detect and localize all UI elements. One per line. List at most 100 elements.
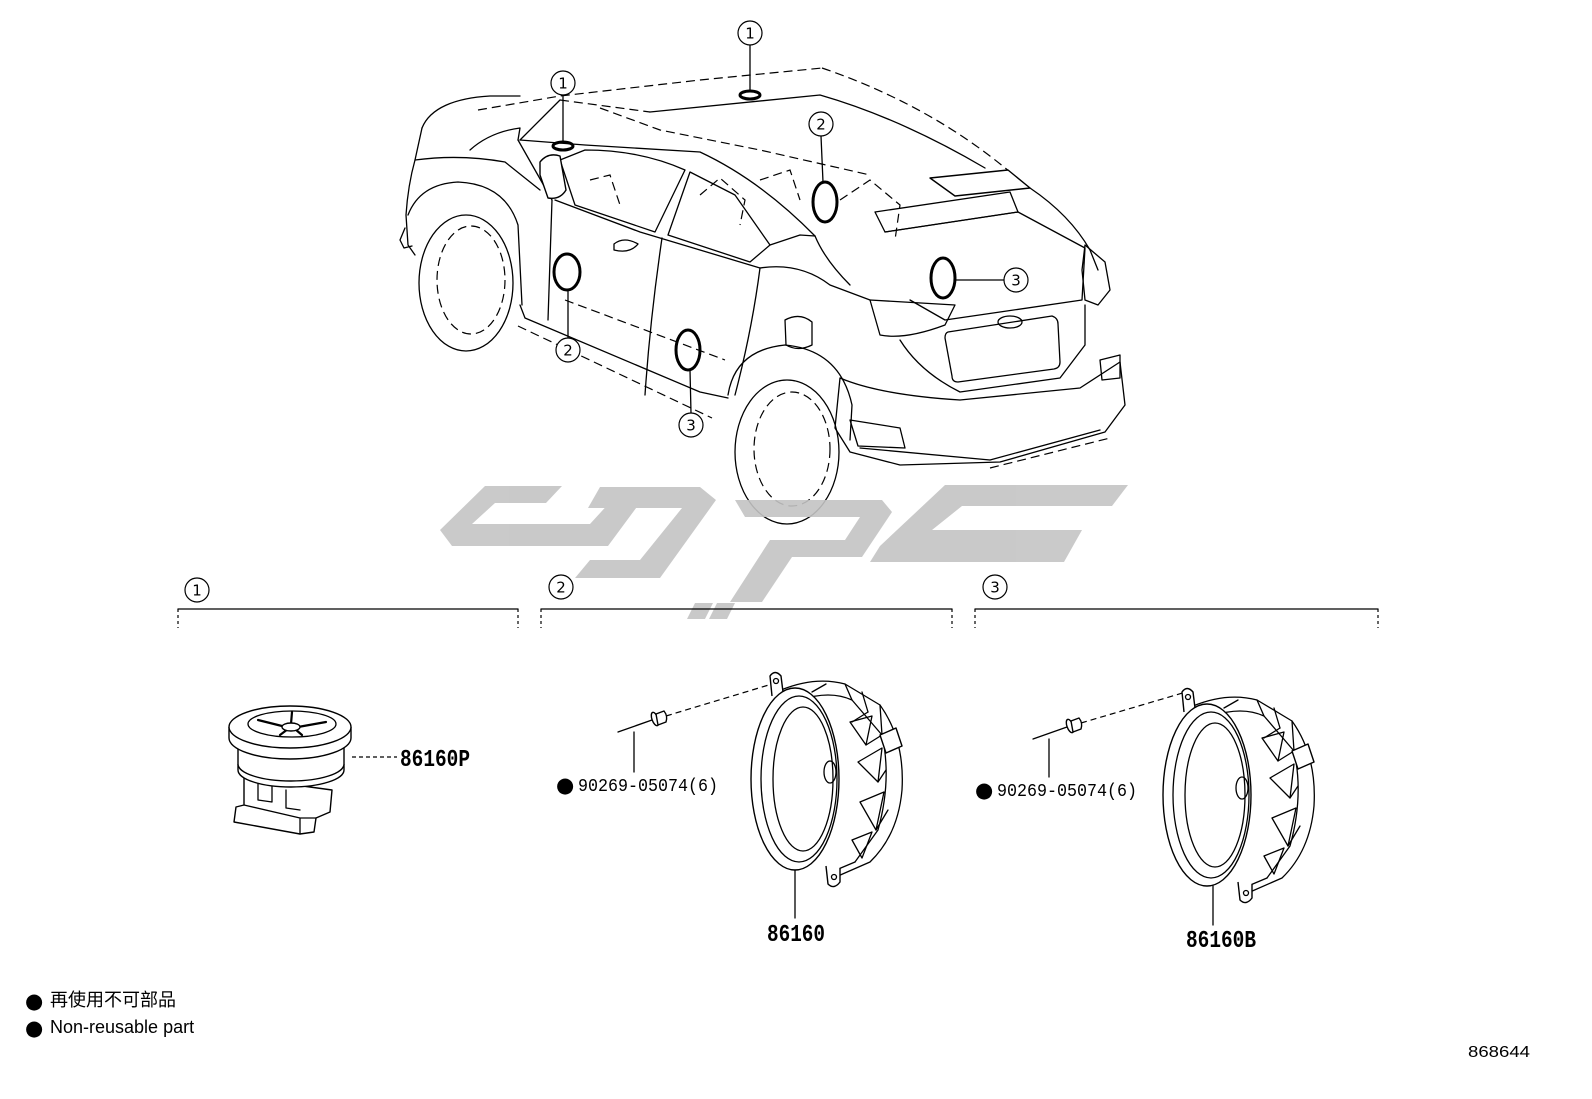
rear-fender-shoulder xyxy=(759,266,871,301)
rivet-install-path xyxy=(1080,691,1187,724)
part-number-speaker[interactable]: 86160 xyxy=(767,922,825,949)
hatch-edge xyxy=(1029,187,1099,271)
tweeter-illustration xyxy=(228,705,352,835)
legend: ● 再使用不可部品 ● Non-reusable part xyxy=(25,989,194,1040)
front-speaker-left-location xyxy=(552,252,582,292)
hood-crease xyxy=(469,127,521,151)
watermark-stroke-3 xyxy=(730,500,892,602)
hood-outline xyxy=(421,95,521,129)
roof-panel-line xyxy=(649,94,986,169)
fuel-door xyxy=(784,315,813,350)
legend-text-japanese: 再使用不可部品 xyxy=(50,990,176,1010)
rear-speaker-left-location xyxy=(674,328,702,372)
rear-tire xyxy=(734,379,840,525)
group-bracket-ends xyxy=(540,609,953,628)
windshield-header xyxy=(559,99,651,113)
non-reusable-bullet: ● xyxy=(556,773,574,797)
callout-tweeter-left: 1 xyxy=(550,70,576,152)
rivet-illustration xyxy=(617,683,773,733)
far-side-window xyxy=(599,107,871,176)
part-number-rivet[interactable]: 90269-05074(6) xyxy=(997,782,1137,802)
part-number-rivet[interactable]: 90269-05074(6) xyxy=(578,777,718,797)
callout-number: 2 xyxy=(816,116,826,134)
callout-front-speaker-left: 2 xyxy=(552,252,582,363)
group-marker-number: 2 xyxy=(556,579,566,597)
rear-quarter-pillar xyxy=(769,234,816,246)
part-number-speaker[interactable]: 86160B xyxy=(1186,928,1256,955)
interior-cargo-line xyxy=(839,179,901,241)
legend-bullet: ● xyxy=(25,1016,43,1040)
front-fascia xyxy=(405,127,423,256)
callout-number: 1 xyxy=(558,75,568,93)
side-mirror xyxy=(539,154,567,200)
leader-line xyxy=(820,135,824,183)
rear-bumper-lower-line xyxy=(859,429,1101,461)
part-number-tweeter[interactable]: 86160P xyxy=(400,747,470,774)
left-tail-light xyxy=(869,299,956,337)
rocker-panel xyxy=(519,304,729,399)
rear-bumper xyxy=(834,361,1126,466)
callout-circle xyxy=(555,337,581,363)
tweeter-center-cap xyxy=(281,722,301,732)
callout-number: 3 xyxy=(1011,272,1021,290)
group-marker-number: 3 xyxy=(990,579,1000,597)
rivet-head xyxy=(649,710,668,728)
watermark-stroke-1 xyxy=(440,486,642,546)
front-speaker-illustration xyxy=(750,671,904,888)
roof-rear-edge xyxy=(821,67,1011,173)
callout-circle xyxy=(550,70,576,96)
right-tail-light xyxy=(1081,244,1111,306)
legend-text-english: Non-reusable part xyxy=(50,1017,194,1037)
leader-line xyxy=(689,369,692,414)
left-reflector xyxy=(849,419,906,449)
tweeter-grille-spokes xyxy=(256,710,328,737)
watermark-stroke-2 xyxy=(575,487,716,578)
group-marker-circle xyxy=(184,577,210,603)
rear-glass xyxy=(874,191,1019,233)
license-plate xyxy=(944,315,1061,383)
rear-speaker-right-location xyxy=(929,256,957,300)
front-door-handle xyxy=(613,239,639,252)
callout-number: 3 xyxy=(686,417,696,435)
front-bumper-corner xyxy=(399,227,413,249)
tweeter-connector-detail xyxy=(243,781,317,835)
rear-door-trailing-edge xyxy=(734,267,761,396)
watermark-dot-2 xyxy=(709,603,735,619)
group-marker-number: 1 xyxy=(192,582,202,600)
watermark-logo xyxy=(440,485,1128,619)
rear-door-window xyxy=(667,171,771,263)
group-marker-circle xyxy=(548,574,574,600)
rear-speaker-illustration xyxy=(1162,687,1316,904)
group-1: 1 86160P xyxy=(177,577,519,835)
watermark-dot-1 xyxy=(687,603,713,619)
rear-emblem xyxy=(997,315,1023,329)
callout-number: 2 xyxy=(563,342,573,360)
group-3: 3 ● 90269-05074(6) 86160B xyxy=(974,574,1379,955)
door-divider xyxy=(644,237,663,396)
group-bracket-ends xyxy=(974,609,1379,628)
tweeter-right-location xyxy=(738,89,762,101)
non-reusable-bullet: ● xyxy=(975,778,993,802)
group-marker-circle xyxy=(982,574,1008,600)
tweeter-left-location xyxy=(551,140,575,152)
rivet-shaft xyxy=(1032,726,1068,740)
rivet-install-path xyxy=(665,683,773,717)
rear-wheel-rim xyxy=(753,391,831,507)
far-a-pillar xyxy=(519,99,561,141)
callout-circle xyxy=(678,412,704,438)
watermark-stroke-4 xyxy=(870,485,1128,562)
rear-quarter-line xyxy=(814,235,851,286)
near-roof-rail xyxy=(519,139,816,237)
rivet-shaft xyxy=(617,719,653,733)
front-speaker-right-location xyxy=(811,180,839,224)
rear-wheel-arch xyxy=(727,344,853,441)
plate-surround xyxy=(899,304,1086,393)
rear-spoiler xyxy=(929,169,1031,197)
rivet-head xyxy=(1064,717,1083,735)
callout-circle xyxy=(1003,267,1029,293)
callout-circle xyxy=(737,20,763,46)
vehicle-illustration: 1 1 2 2 3 3 xyxy=(399,20,1126,525)
legend-bullet: ● xyxy=(25,989,43,1013)
interior-seat-rear xyxy=(699,177,746,226)
callout-circle xyxy=(808,111,834,137)
